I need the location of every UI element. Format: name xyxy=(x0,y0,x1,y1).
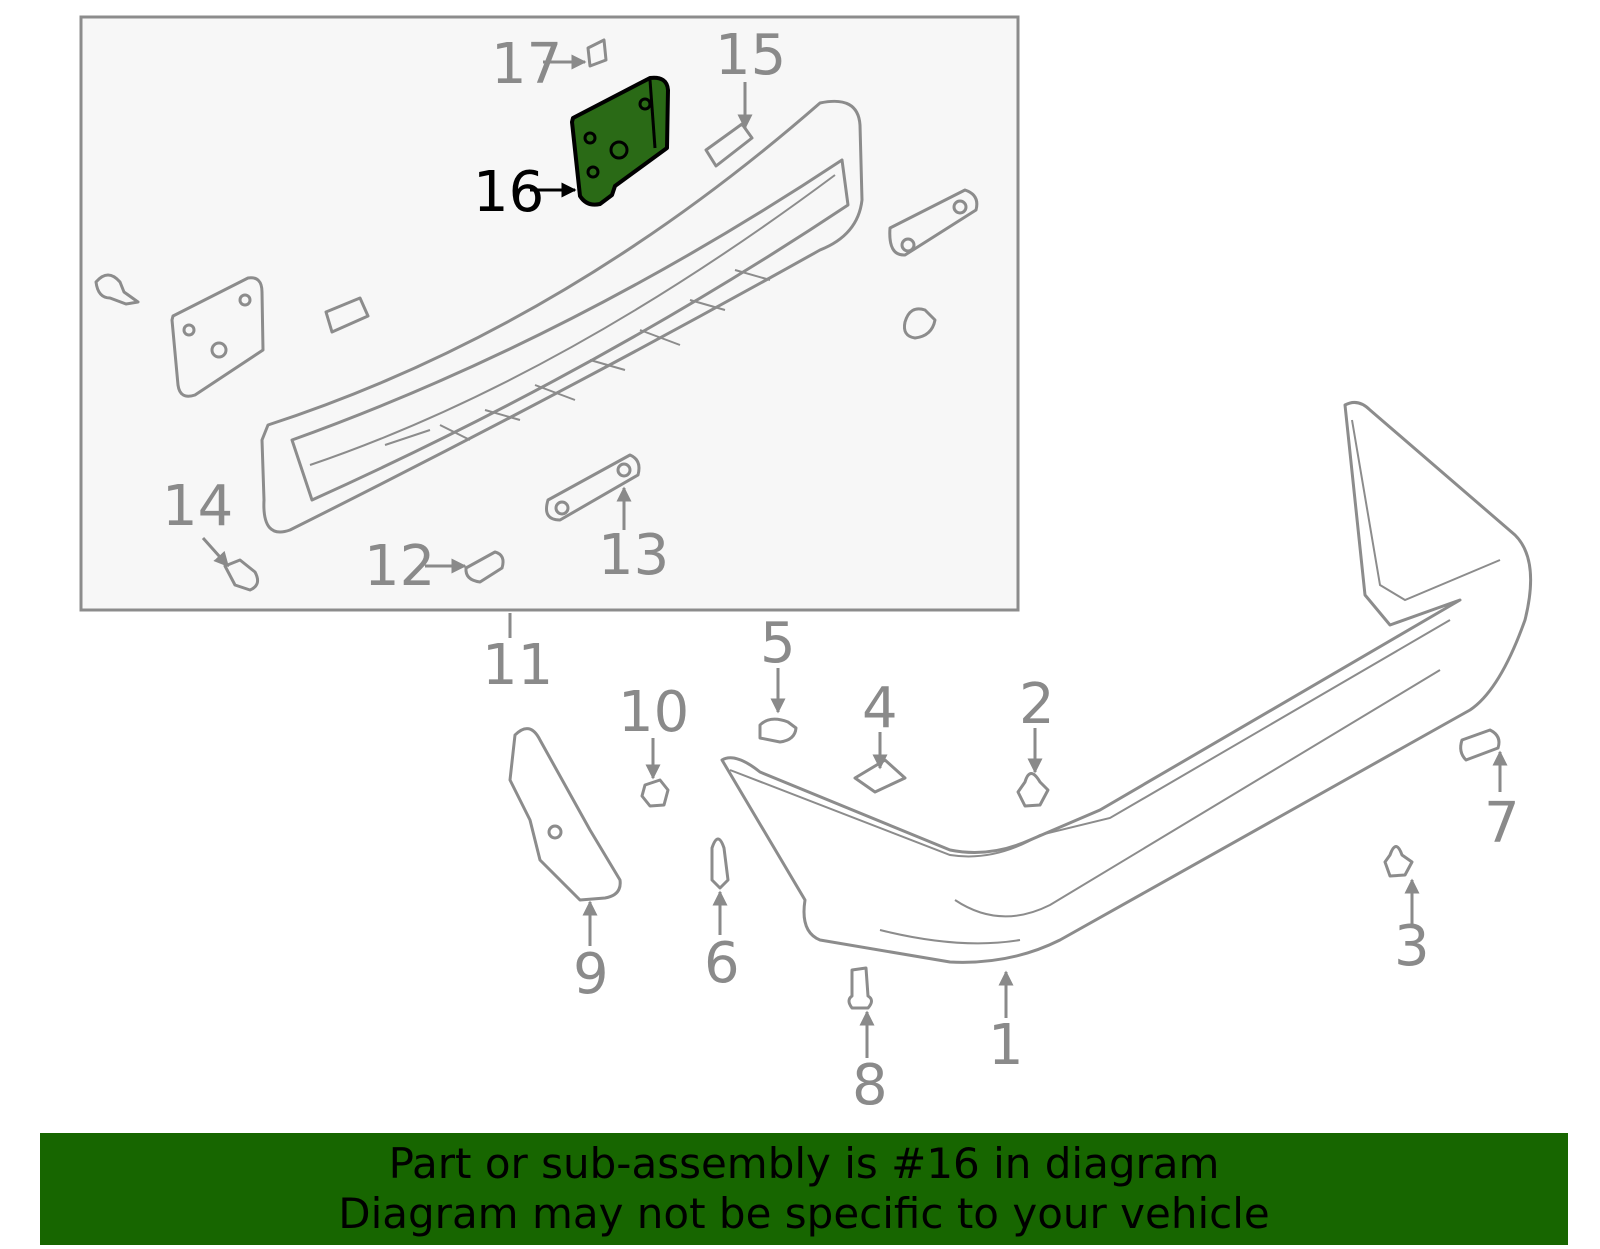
callout-11: 11 xyxy=(482,633,553,698)
callout-17: 17 xyxy=(491,32,562,97)
callout-5: 5 xyxy=(760,611,796,676)
callout-labels: 17 15 16 14 12 13 11 5 10 4 2 7 3 1 8 6 … xyxy=(162,23,1520,1118)
info-banner: Part or sub-assembly is #16 in diagram D… xyxy=(40,1133,1568,1245)
side-bracket-part-9 xyxy=(508,727,622,902)
bracket-part-16 xyxy=(570,75,670,207)
callout-16: 16 xyxy=(473,160,544,225)
callout-2: 2 xyxy=(1019,672,1055,737)
bracket-left xyxy=(170,276,265,398)
bumper-cover xyxy=(720,400,1533,964)
callout-15: 15 xyxy=(715,23,786,88)
fasteners xyxy=(640,717,1501,1010)
small-parts-inset xyxy=(94,38,979,592)
callout-1: 1 xyxy=(988,1013,1024,1078)
callout-8: 8 xyxy=(852,1053,888,1118)
callout-6: 6 xyxy=(704,931,740,996)
leader-lines xyxy=(201,54,1508,1058)
callout-4: 4 xyxy=(862,676,898,741)
callout-12: 12 xyxy=(364,534,435,599)
callout-14: 14 xyxy=(162,474,233,539)
callout-10: 10 xyxy=(618,680,689,745)
inset-box xyxy=(79,15,1020,612)
callout-3: 3 xyxy=(1394,914,1430,979)
banner-line-1: Part or sub-assembly is #16 in diagram xyxy=(388,1139,1220,1188)
callout-9: 9 xyxy=(573,942,609,1007)
callout-13: 13 xyxy=(598,523,669,588)
callout-7: 7 xyxy=(1484,791,1520,856)
banner-line-2: Diagram may not be specific to your vehi… xyxy=(338,1189,1270,1238)
reinforcement-beam xyxy=(260,99,864,534)
